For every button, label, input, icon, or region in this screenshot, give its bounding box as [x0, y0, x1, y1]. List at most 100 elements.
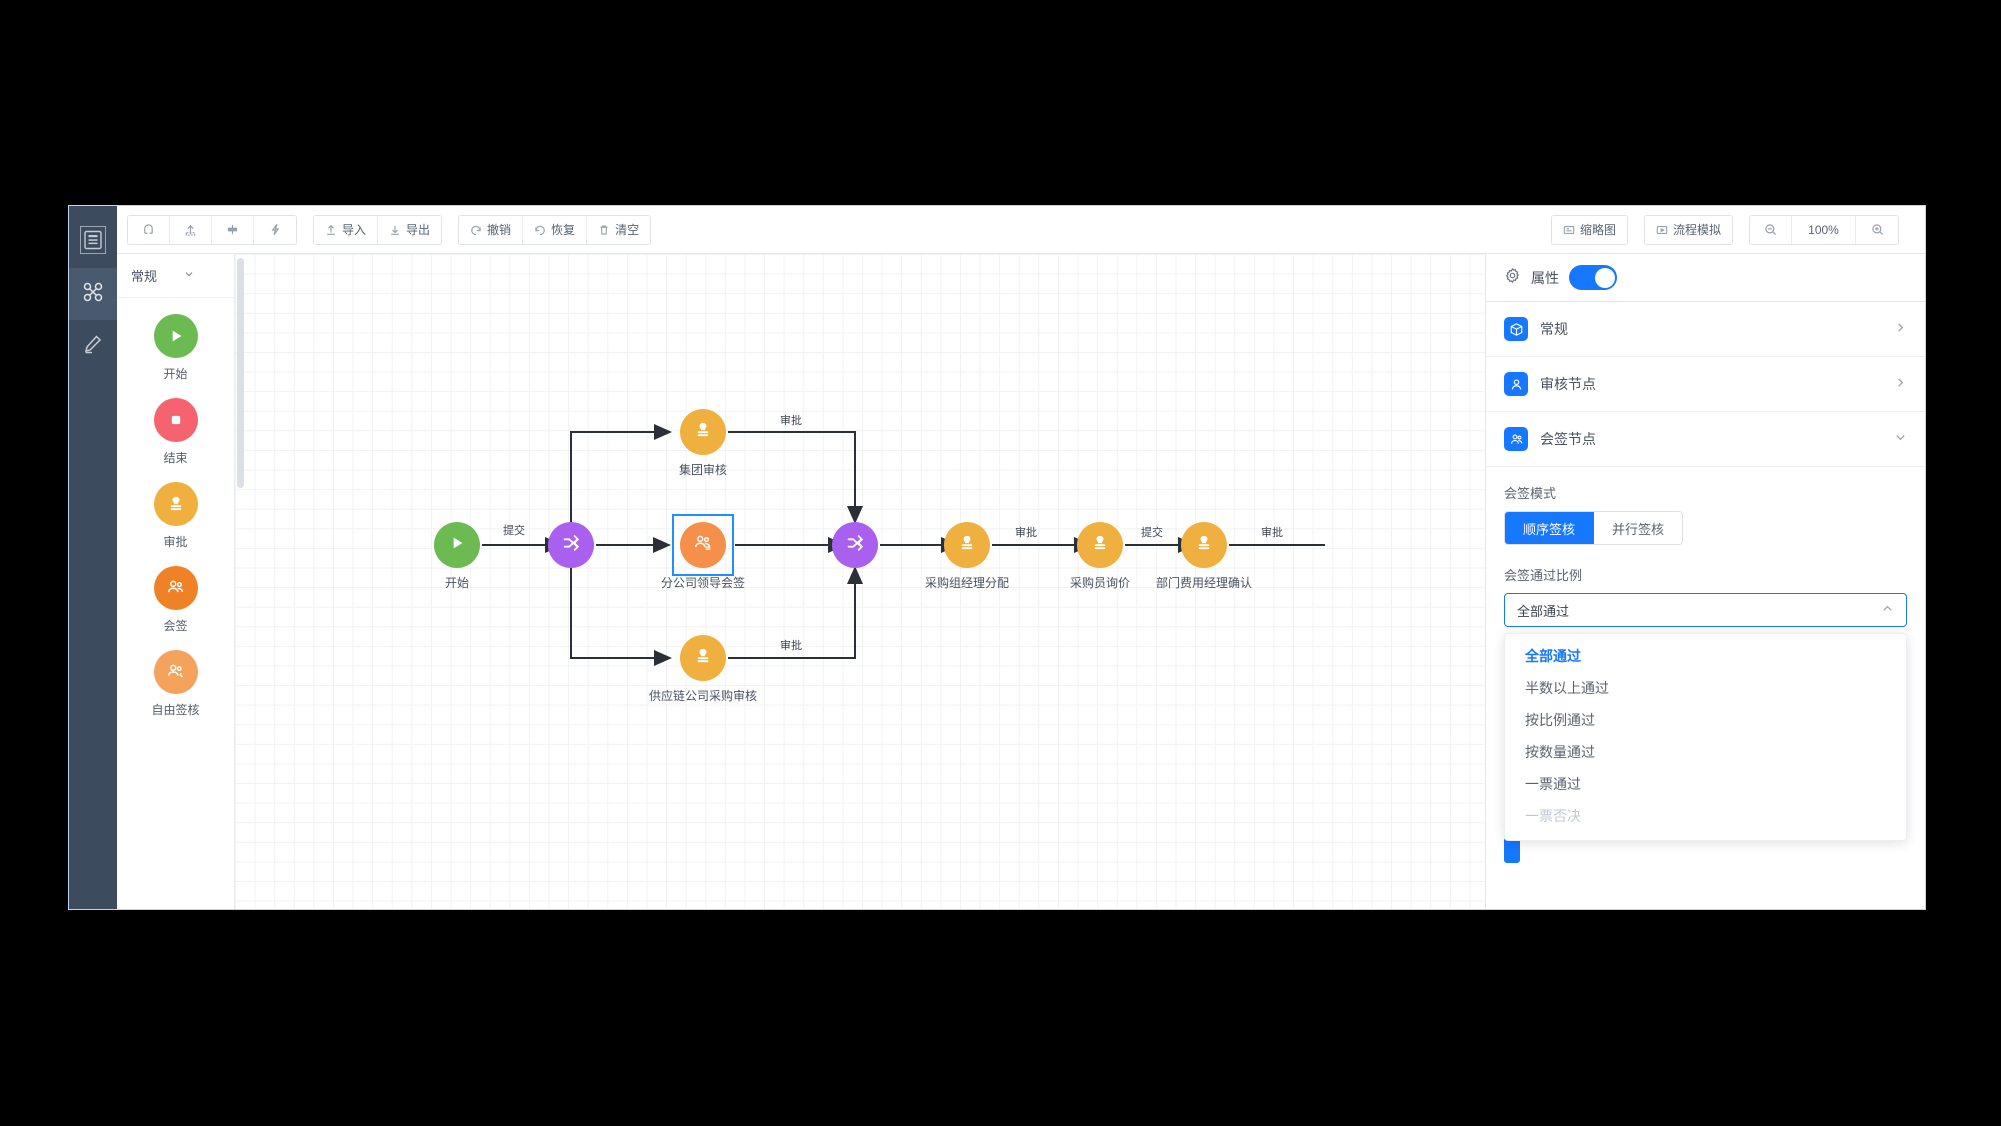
canvas-node-label: 分公司领导会签: [660, 576, 746, 590]
import-button[interactable]: 导入: [314, 215, 379, 244]
canvas-node-start[interactable]: [434, 522, 480, 568]
clear-button[interactable]: 清空: [587, 215, 651, 244]
chevron-right-icon: [1894, 321, 1907, 337]
group-icon: [692, 532, 714, 559]
magnet-button[interactable]: [128, 215, 170, 244]
stamp-icon: [153, 482, 198, 526]
stop-icon: [153, 398, 198, 442]
stamp-icon: [692, 419, 714, 446]
canvas-node-purchase-manager-assign[interactable]: [944, 522, 990, 568]
redo-button[interactable]: 恢复: [523, 215, 588, 244]
rail-item-style-designer[interactable]: [69, 320, 117, 372]
canvas-node-buyer-inquiry[interactable]: [1077, 522, 1123, 568]
group-icon: [153, 566, 198, 610]
canvas-node-gateway-2[interactable]: [832, 522, 878, 568]
flow-edges: [482, 424, 1325, 666]
palette-items: 开始 结束: [117, 298, 234, 909]
rail-item-form-designer[interactable]: [69, 216, 117, 268]
align-center-button[interactable]: [212, 215, 254, 244]
hidden-control-4[interactable]: [1504, 837, 1520, 863]
pass-ratio-option-majority[interactable]: 半数以上通过: [1525, 680, 1609, 696]
pass-ratio-option-all[interactable]: 全部通过: [1525, 648, 1581, 664]
canvas-node-supply-review[interactable]: [680, 635, 726, 681]
canvas-node-label: 部门费用经理确认: [1155, 576, 1253, 590]
canvas-node-label: 供应链公司采购审核: [648, 689, 758, 703]
left-icon-rail: [69, 206, 117, 909]
undo-button[interactable]: 撤销: [459, 215, 524, 244]
box-icon: [1504, 317, 1528, 341]
play-icon: [447, 533, 467, 558]
pass-ratio-value: 全部通过: [1517, 603, 1570, 619]
canvas-node-group-review[interactable]: [680, 409, 726, 455]
pass-ratio-control: 全部通过 全部通过 半数以上通过 按: [1504, 593, 1907, 863]
align-top-icon: [184, 223, 197, 236]
palette-item-label: 结束: [163, 451, 188, 465]
pass-ratio-select[interactable]: 全部通过: [1504, 593, 1907, 627]
gateway-icon: [844, 532, 866, 559]
zoom-in-icon: [1871, 223, 1884, 236]
countersign-mode-label: 会签模式: [1504, 486, 1557, 501]
clear-label: 清空: [615, 223, 640, 237]
countersign-mode-sequential[interactable]: 顺序签核: [1505, 512, 1595, 544]
align-top-button[interactable]: [170, 215, 212, 244]
canvas-node-label: 集团审核: [678, 463, 728, 477]
trash-icon: [598, 224, 610, 236]
thumbnail-icon: [1563, 224, 1575, 236]
prop-section-review-node[interactable]: 审核节点: [1486, 357, 1925, 412]
palette-group-selector[interactable]: 常规: [117, 254, 234, 298]
stamp-icon: [956, 532, 978, 559]
toolbar-group-io: 导入 导出: [313, 214, 443, 245]
palette-item-countersign[interactable]: 会签: [117, 566, 234, 634]
canvas-node-branch-countersign[interactable]: [680, 522, 726, 568]
canvas-node-dept-cost-manager-confirm[interactable]: [1181, 522, 1227, 568]
toolbar-group-thumbnail: 缩略图: [1550, 214, 1628, 245]
toolbar-group-align: [127, 214, 297, 245]
edge-label: 审批: [1261, 527, 1283, 539]
prop-section-general[interactable]: 常规: [1486, 302, 1925, 357]
palette-item-start[interactable]: 开始: [117, 314, 234, 382]
pass-ratio-option-by-count[interactable]: 按数量通过: [1525, 744, 1595, 760]
palette-item-approve[interactable]: 审批: [117, 482, 234, 550]
zoom-out-button[interactable]: [1750, 215, 1792, 244]
prop-section-label: 常规: [1540, 321, 1568, 337]
edge-label: 提交: [1141, 527, 1163, 539]
countersign-mode-group: 顺序签核 并行签核: [1504, 511, 1684, 545]
zoom-level-value[interactable]: 100%: [1792, 215, 1856, 244]
palette-group-label: 常规: [131, 269, 158, 284]
palette-item-free-sign[interactable]: 自由签核: [117, 650, 234, 718]
zoom-out-icon: [1764, 223, 1777, 236]
align-center-icon: [226, 223, 239, 236]
flow-designer-window: 导入 导出: [68, 205, 1926, 910]
simulate-button[interactable]: 流程模拟: [1644, 215, 1732, 244]
palette-item-end[interactable]: 结束: [117, 398, 234, 466]
thumbnail-label: 缩略图: [1579, 223, 1616, 237]
node-palette: 常规 开始: [117, 254, 235, 909]
export-icon: [389, 224, 401, 236]
import-label: 导入: [342, 223, 367, 237]
canvas-vertical-scrollbar[interactable]: [237, 258, 244, 488]
export-button[interactable]: 导出: [378, 215, 442, 244]
gear-icon: [1504, 267, 1521, 289]
flow-canvas[interactable]: 开始: [235, 254, 1485, 909]
simulate-label: 流程模拟: [1672, 223, 1721, 237]
thumbnail-button[interactable]: 缩略图: [1551, 215, 1627, 244]
canvas-node-gateway-1[interactable]: [548, 522, 594, 568]
export-label: 导出: [406, 223, 431, 237]
chevron-down-icon: [1894, 431, 1907, 447]
prop-section-countersign-node[interactable]: 会签节点: [1486, 412, 1925, 467]
magnet-icon: [142, 223, 155, 236]
countersign-mode-parallel[interactable]: 并行签核: [1594, 512, 1683, 544]
users-icon: [1504, 427, 1528, 451]
pass-ratio-option-by-ratio[interactable]: 按比例通过: [1525, 712, 1595, 728]
prop-section-label: 审核节点: [1540, 376, 1596, 392]
rail-item-flow-designer[interactable]: [69, 268, 117, 320]
palette-item-label: 会签: [163, 619, 188, 633]
simulate-icon: [1656, 224, 1668, 236]
palette-item-label: 审批: [163, 535, 188, 549]
properties-toggle[interactable]: [1569, 265, 1617, 290]
zoom-in-button[interactable]: [1856, 215, 1898, 244]
auto-layout-button[interactable]: [254, 215, 296, 244]
toolbar-group-simulate: 流程模拟: [1643, 214, 1733, 245]
chevron-down-icon: [183, 268, 195, 283]
pass-ratio-option-one-pass[interactable]: 一票通过: [1525, 776, 1581, 792]
